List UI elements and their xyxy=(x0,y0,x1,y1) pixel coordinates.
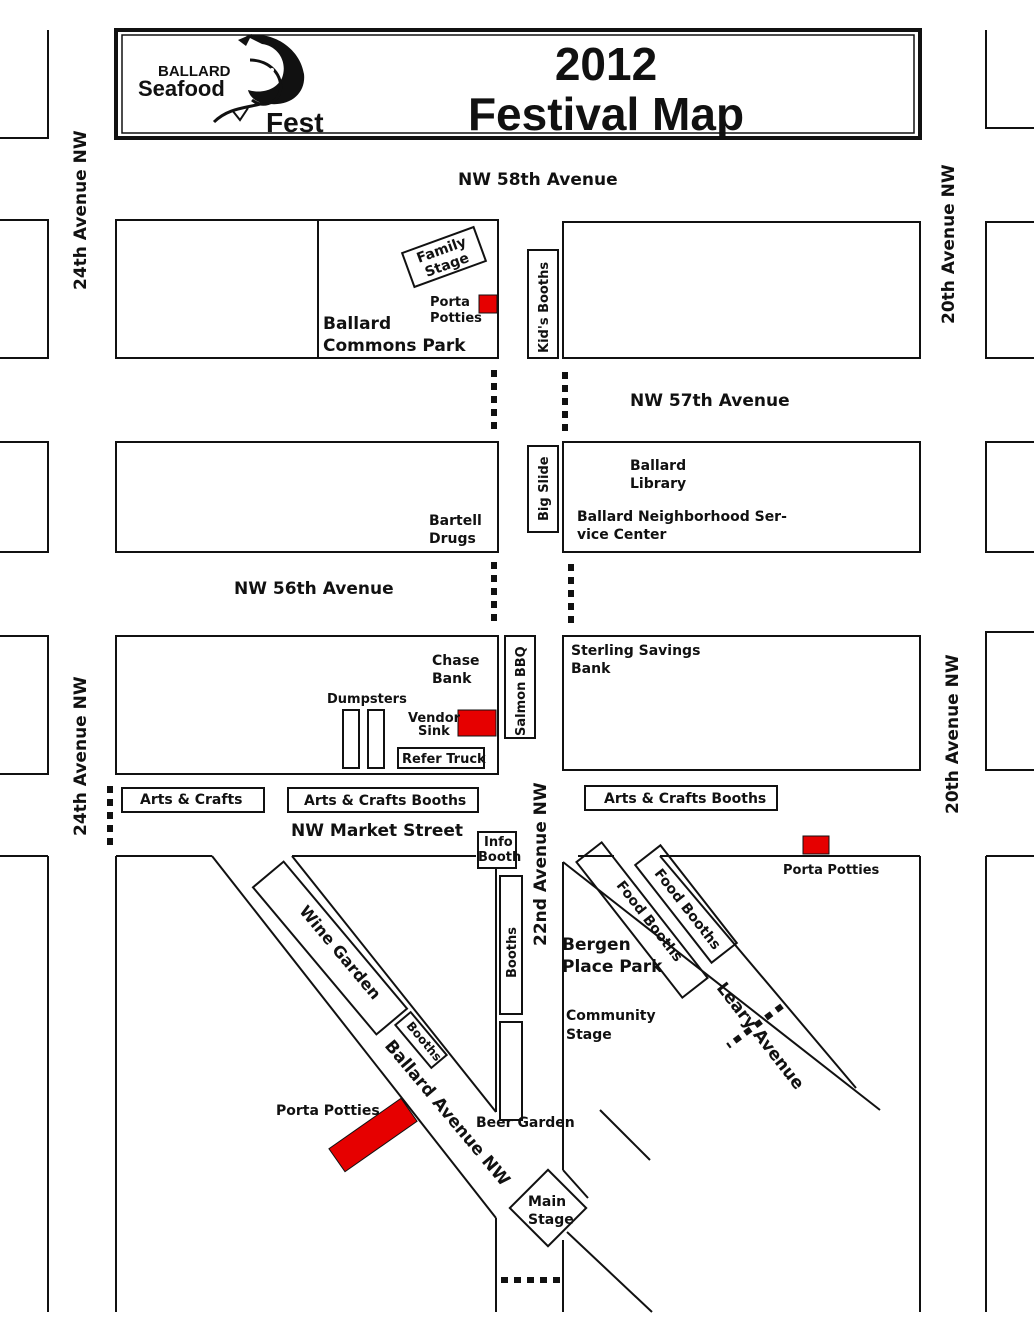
main-stage-line2: Stage xyxy=(528,1212,574,1228)
info-booth-line2: Booth xyxy=(478,850,521,865)
arts-booths-2-label: Arts & Crafts Booths xyxy=(604,791,766,807)
porta-potties-bottom-label: Porta Potties xyxy=(276,1103,380,1119)
street-20th-bottom: 20th Avenue NW xyxy=(943,654,963,814)
ballard-commons-line2: Commons Park xyxy=(323,336,466,356)
fish-logo-icon xyxy=(212,34,305,124)
library-line2: Library xyxy=(630,476,686,492)
porta-potties-right-label: Porta Potties xyxy=(783,863,880,878)
street-nw-56th: NW 56th Avenue xyxy=(234,579,394,599)
header-box: BALLARD Seafood Fest 2012 Festival Map xyxy=(114,28,922,140)
logo-ballard: BALLARD xyxy=(158,63,231,80)
bartell-line2: Drugs xyxy=(429,531,476,547)
vendor-sink-icon xyxy=(457,709,497,737)
vendor-sink-line2: Sink xyxy=(418,724,450,739)
logo-fest: Fest xyxy=(266,107,324,138)
chase-line1: Chase xyxy=(432,653,480,669)
service-center-line2: vice Center xyxy=(577,527,667,543)
arts-crafts-label: Arts & Crafts xyxy=(140,792,242,808)
sterling-line2: Bank xyxy=(571,661,611,677)
arts-booths-1-label: Arts & Crafts Booths xyxy=(304,793,466,809)
library-line1: Ballard xyxy=(630,458,686,474)
salmon-bbq-label: Salmon BBQ xyxy=(514,646,529,736)
kids-booths-label: Kid's Booths xyxy=(537,262,552,353)
porta-potties-top-line2: Potties xyxy=(430,311,482,326)
bergen-park-line2: Place Park xyxy=(562,957,663,977)
refer-truck-label: Refer Truck xyxy=(402,752,486,767)
bergen-park-line1: Bergen xyxy=(562,935,631,955)
big-slide-label: Big Slide xyxy=(537,456,552,521)
street-nw-57th: NW 57th Avenue xyxy=(630,391,790,411)
community-stage-line1: Community xyxy=(566,1008,656,1024)
street-24th-bottom: 24th Avenue NW xyxy=(71,676,91,836)
booth-outlines xyxy=(121,225,778,1248)
booths-vertical-label: Booths xyxy=(505,927,520,978)
bartell-line1: Bartell xyxy=(429,513,482,529)
service-center-line1: Ballard Neighborhood Ser- xyxy=(577,509,787,525)
map-title: Festival Map xyxy=(468,88,744,140)
porta-potties-bottom-icon xyxy=(328,1097,418,1173)
porta-potties-right-icon xyxy=(802,835,830,855)
ballard-commons-line1: Ballard xyxy=(323,314,391,334)
dumpsters-label: Dumpsters xyxy=(327,692,407,707)
logo-seafood: Seafood xyxy=(138,76,225,101)
place-labels: Family Stage Porta Potties Ballard Commo… xyxy=(140,234,880,1228)
street-nw-market: NW Market Street xyxy=(291,821,463,841)
street-20th-top: 20th Avenue NW xyxy=(939,164,959,324)
street-grid xyxy=(0,30,1034,1313)
map-year: 2012 xyxy=(555,38,657,90)
street-24th-top: 24th Avenue NW xyxy=(71,130,91,290)
community-stage-line2: Stage xyxy=(566,1027,612,1043)
red-markers xyxy=(328,294,830,1173)
chase-line2: Bank xyxy=(432,671,472,687)
street-22nd: 22nd Avenue NW xyxy=(531,782,551,946)
main-stage-line1: Main xyxy=(528,1194,566,1210)
closure-markers xyxy=(107,370,784,1283)
beer-garden-label: Beer Garden xyxy=(476,1115,575,1131)
info-booth-line1: Info xyxy=(484,835,513,850)
porta-potties-top-line1: Porta xyxy=(430,295,470,310)
porta-potties-top-icon xyxy=(478,294,498,314)
sterling-line1: Sterling Savings xyxy=(571,643,700,659)
vendor-sink-line1: Vendor xyxy=(408,711,461,726)
street-nw-58th: NW 58th Avenue xyxy=(458,170,618,190)
street-leary: Leary Avenue xyxy=(712,979,808,1094)
